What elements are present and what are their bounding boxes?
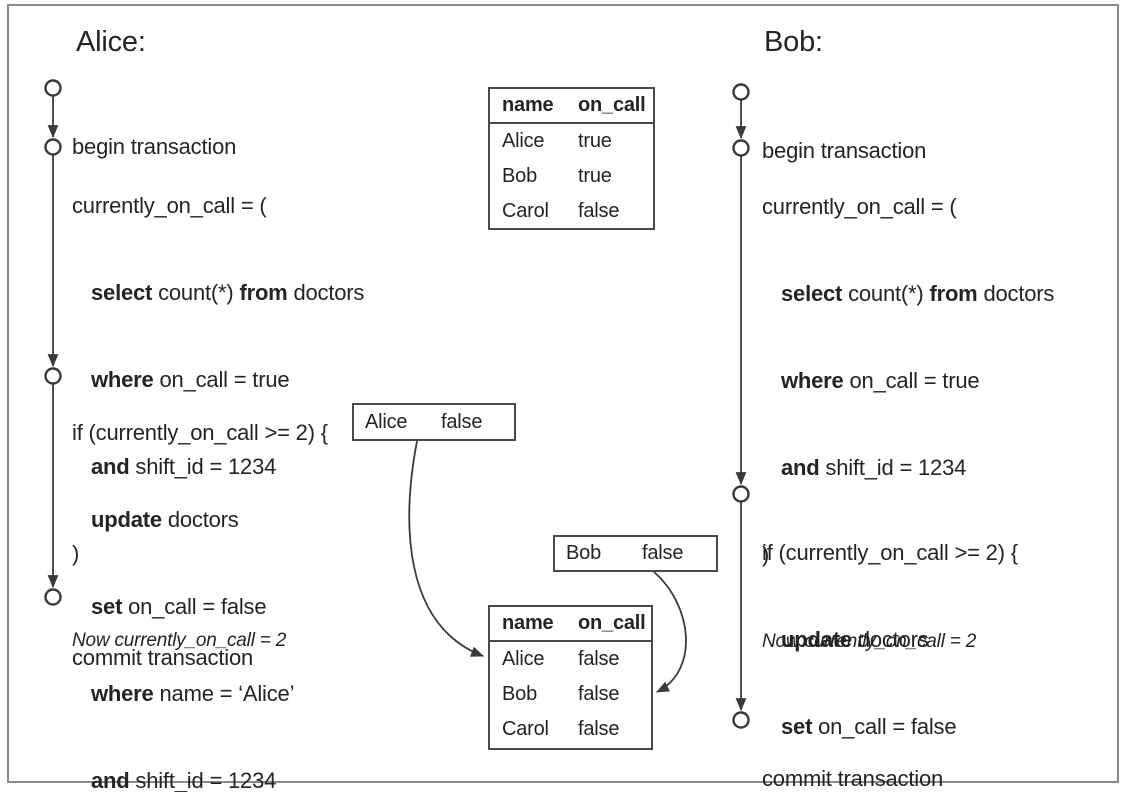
table-row: Bob true: [490, 159, 653, 194]
statement: update doctors: [781, 627, 929, 652]
table-header: name on_call: [490, 607, 651, 642]
bob-written-row: Bob false: [553, 535, 718, 572]
bob-query-block: currently_on_call = ( select count(*) fr…: [762, 134, 1054, 714]
statement: where name = ‘Alice’: [91, 681, 295, 706]
statement: select count(*) from doctors: [781, 281, 1055, 306]
cell-name: Bob: [502, 165, 537, 187]
event-node-icon: [732, 711, 750, 729]
cell-name: Carol: [502, 718, 549, 740]
statement: where on_call = true: [91, 367, 290, 392]
header-name: name: [502, 94, 554, 116]
statement: and shift_id = 1234: [91, 454, 277, 479]
alice-update-block: if (currently_on_call >= 2) { update doc…: [72, 360, 328, 792]
statement: currently_on_call = (: [72, 193, 267, 218]
alice-query-block: currently_on_call = ( select count(*) fr…: [72, 133, 364, 713]
event-node-icon: [732, 139, 750, 157]
cell-on-call: false: [578, 683, 620, 705]
statement: commit transaction: [762, 766, 944, 791]
statement: update doctors: [91, 507, 239, 532]
header-name: name: [502, 612, 554, 634]
statement: and shift_id = 1234: [91, 768, 277, 792]
cell-name: Alice: [365, 410, 408, 433]
bob-timeline: [732, 83, 750, 729]
event-node-icon: [732, 83, 750, 101]
cell-on-call: true: [578, 165, 612, 187]
cell-name: Carol: [502, 200, 549, 222]
cell-on-call: false: [578, 200, 620, 222]
table-header: name on_call: [490, 89, 653, 124]
event-node-icon: [44, 588, 62, 606]
statement: set on_call = false: [91, 594, 267, 619]
header-on-call: on_call: [578, 612, 646, 634]
table-row: Alice false: [490, 642, 651, 677]
cell-on-call: false: [441, 410, 483, 433]
cell-name: Alice: [502, 130, 545, 152]
cell-name: Alice: [502, 648, 545, 670]
alice-written-row: Alice false: [352, 403, 516, 441]
bob-note: Now currently_on_call = 2: [762, 631, 977, 652]
bob-begin-transaction: begin transaction: [762, 78, 926, 223]
statement: begin transaction: [72, 134, 237, 159]
statement: if (currently_on_call >= 2) {: [762, 540, 1018, 565]
event-node-icon: [44, 138, 62, 156]
bob-title: Bob:: [764, 26, 823, 58]
doctors-table-final: name on_call Alice false Bob false Carol…: [488, 605, 653, 750]
statement: begin transaction: [762, 138, 927, 163]
arrow-alice-update-to-table: [408, 440, 485, 657]
statement: ): [72, 541, 80, 566]
cell-name: Bob: [566, 542, 601, 564]
doctors-table-initial: name on_call Alice true Bob true Carol f…: [488, 87, 655, 230]
bob-update-block: if (currently_on_call >= 2) { update doc…: [762, 480, 1018, 792]
cell-on-call: true: [578, 130, 612, 152]
alice-begin-transaction: begin transaction: [72, 74, 236, 219]
table-row: Bob false: [490, 677, 651, 712]
statement: commit transaction: [72, 645, 254, 670]
cell-on-call: false: [642, 542, 684, 564]
alice-title: Alice:: [76, 26, 146, 58]
event-node-icon: [732, 485, 750, 503]
cell-on-call: false: [578, 648, 620, 670]
header-on-call: on_call: [578, 94, 646, 116]
table-row: Carol false: [490, 194, 653, 229]
statement: if (currently_on_call >= 2) {: [72, 420, 328, 445]
alice-timeline: [44, 79, 62, 606]
alice-note: Now currently_on_call = 2: [72, 630, 287, 651]
table-row: Carol false: [490, 712, 651, 747]
statement: set on_call = false: [781, 714, 957, 739]
bob-commit-transaction: commit transaction: [762, 706, 943, 792]
statement: select count(*) from doctors: [91, 280, 365, 305]
alice-commit-transaction: commit transaction: [72, 585, 253, 730]
statement: where on_call = true: [781, 368, 980, 393]
figure-border: [7, 4, 1119, 783]
cell-on-call: false: [578, 718, 620, 740]
table-row: Alice true: [490, 124, 653, 159]
arrow-bob-update-to-table: [653, 571, 687, 693]
event-node-icon: [44, 79, 62, 97]
statement: ): [762, 542, 770, 567]
statement: and shift_id = 1234: [781, 455, 967, 480]
cell-name: Bob: [502, 683, 537, 705]
statement: currently_on_call = (: [762, 194, 957, 219]
event-node-icon: [44, 367, 62, 385]
